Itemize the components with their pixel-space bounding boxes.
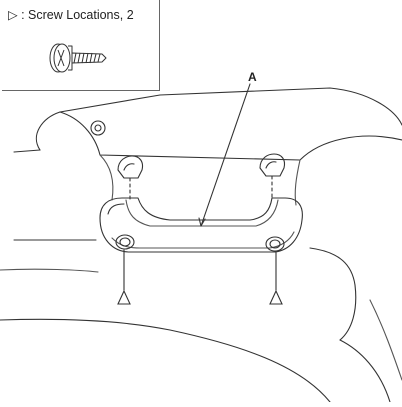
legend-marker: ▷	[8, 8, 18, 22]
screw-icon	[49, 43, 107, 73]
body-line-5	[339, 339, 391, 403]
triangle-marker-icon	[269, 289, 283, 305]
legend-box: ▷ : Screw Locations, 2	[2, 0, 160, 91]
handle-top-face	[107, 203, 125, 215]
handle-screw-hole-left	[115, 234, 135, 250]
legend-label: ▷ : Screw Locations, 2	[8, 7, 134, 22]
headliner-lower-left	[13, 149, 41, 153]
callout-a-label: A	[248, 70, 257, 84]
triangle-marker-icon	[117, 289, 131, 305]
body-line-4	[0, 318, 331, 403]
body-line-3	[0, 268, 99, 273]
headliner-hole	[90, 120, 106, 136]
clip-left	[117, 155, 144, 179]
headliner-outline	[159, 87, 402, 126]
callout-a-leader	[200, 83, 251, 227]
handle-recess	[59, 111, 402, 161]
body-line-2	[309, 247, 357, 341]
clip-right	[259, 153, 286, 177]
recess-inner-right	[294, 159, 301, 206]
assist-handle	[99, 197, 303, 253]
recess-inner	[99, 154, 114, 201]
body-line-6	[369, 299, 402, 381]
handle-screw-hole-right	[265, 236, 285, 252]
legend-description: : Screw Locations, 2	[17, 8, 134, 22]
headliner-edge	[35, 94, 161, 151]
